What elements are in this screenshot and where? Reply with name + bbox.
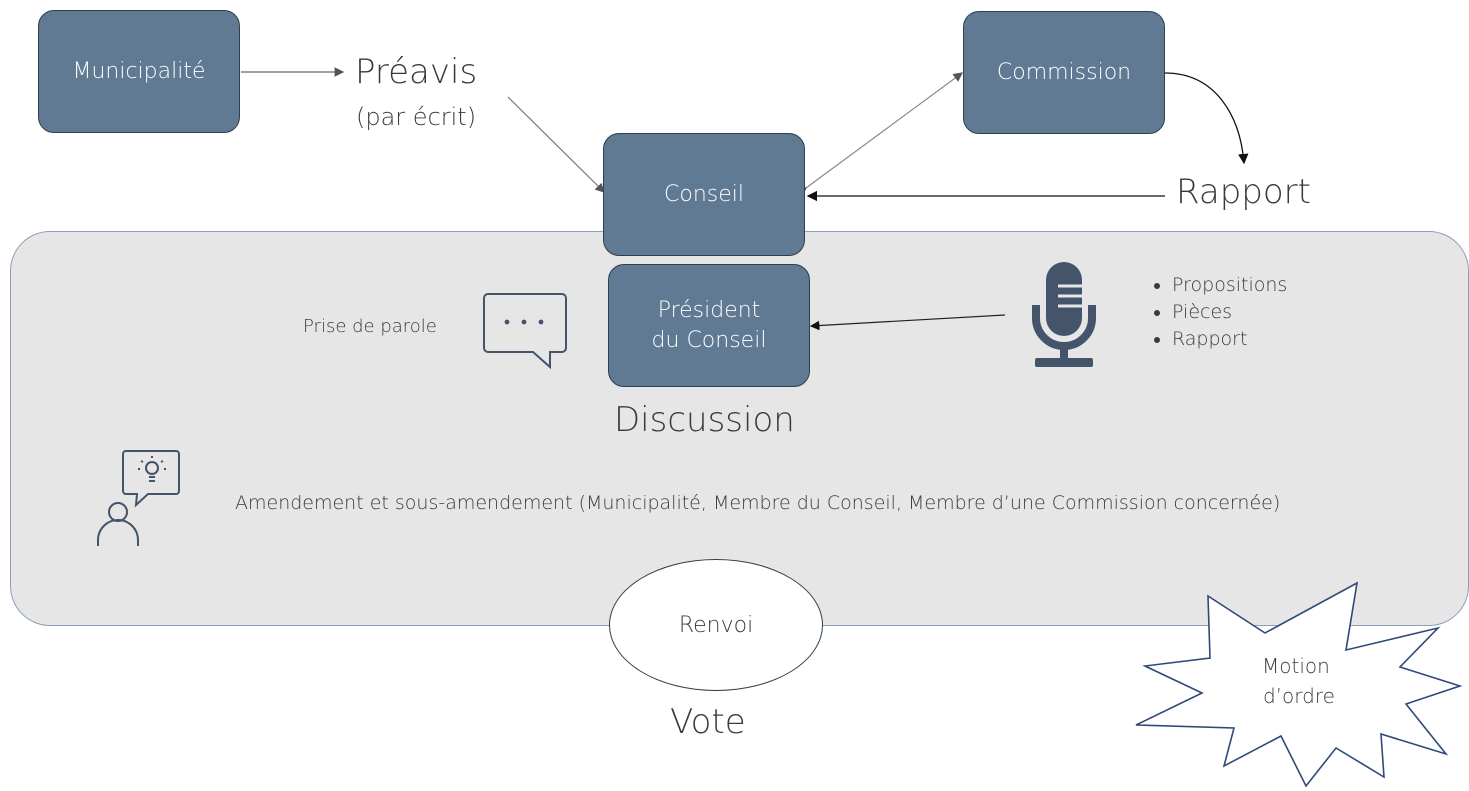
commission-box: Commission bbox=[963, 11, 1165, 134]
arrow-commission-rapport bbox=[1164, 72, 1249, 165]
bullet-item: Pièces bbox=[1172, 299, 1287, 326]
renvoi-ellipse: Renvoi bbox=[609, 559, 823, 691]
municipalite-box: Municipalité bbox=[38, 10, 240, 133]
renvoi-label: Renvoi bbox=[678, 612, 754, 638]
arrow-preavis-conseil bbox=[507, 96, 605, 193]
motion-line1: Motion bbox=[1262, 654, 1330, 678]
bullet-item: Rapport bbox=[1172, 326, 1287, 353]
municipalite-label: Municipalité bbox=[72, 59, 206, 84]
preavis-sub-label: (par écrit) bbox=[356, 103, 477, 131]
arrow-conseil-commission bbox=[796, 72, 963, 197]
microphone-icon bbox=[1032, 262, 1096, 367]
motion-line2: d’ordre bbox=[1263, 684, 1335, 708]
rapport-label: Rapport bbox=[1176, 172, 1311, 212]
prise-de-parole-label: Prise de parole bbox=[303, 316, 437, 337]
conseil-label: Conseil bbox=[664, 182, 744, 207]
chat-bubble-icon bbox=[483, 293, 567, 370]
bullet-item: Propositions bbox=[1172, 272, 1287, 299]
person-idea-icon bbox=[97, 450, 180, 546]
bullet-list: Propositions Pièces Rapport bbox=[1140, 272, 1287, 353]
arrow-mic-president bbox=[809, 314, 1006, 331]
president-label-line1: Président bbox=[657, 297, 761, 323]
commission-label: Commission bbox=[996, 60, 1132, 85]
preavis-label: Préavis bbox=[355, 52, 478, 92]
motion-starburst bbox=[1135, 581, 1463, 788]
amendement-label: Amendement et sous-amendement (Municipal… bbox=[235, 492, 1281, 514]
vote-label: Vote bbox=[670, 702, 746, 742]
conseil-box: Conseil bbox=[603, 133, 805, 256]
president-box: Président du Conseil bbox=[608, 264, 810, 387]
president-label-line2: du Conseil bbox=[651, 327, 767, 353]
discussion-label: Discussion bbox=[614, 400, 795, 440]
